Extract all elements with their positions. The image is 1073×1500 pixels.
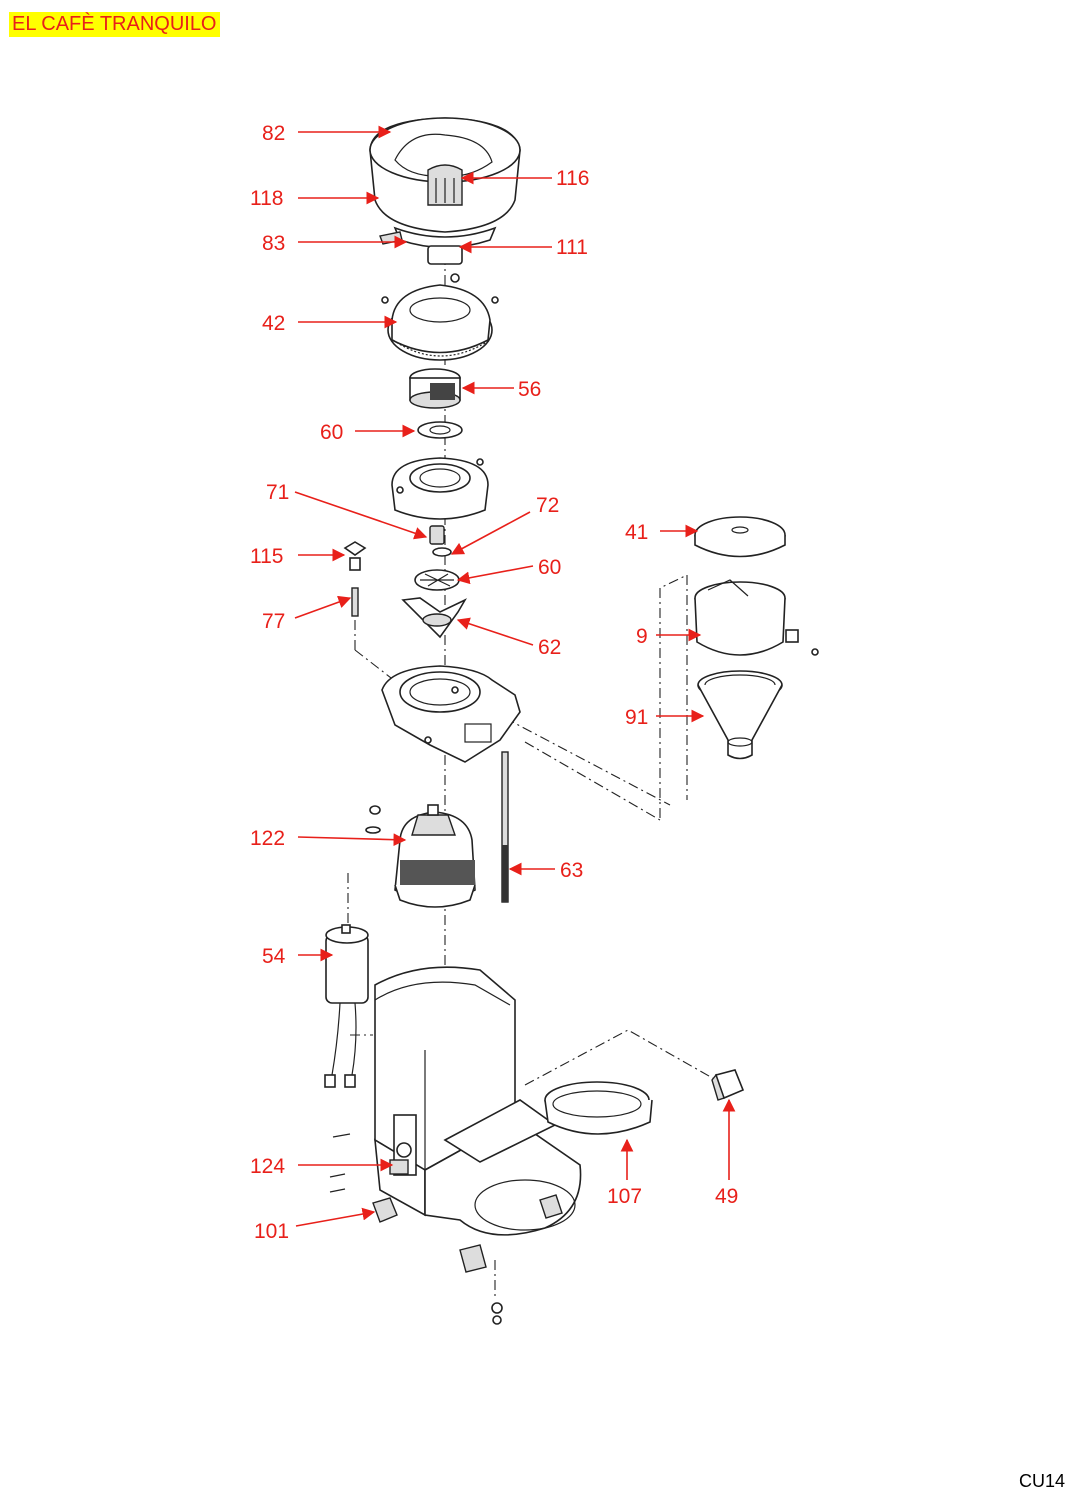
- callout-107: 107: [607, 1185, 642, 1208]
- dosing-funnel: [697, 670, 783, 760]
- burr-components: [401, 525, 468, 639]
- grinder-base-housing: [381, 665, 521, 763]
- callout-72: 72: [536, 494, 559, 517]
- callout-115: 115: [250, 545, 283, 568]
- callout-101: 101: [254, 1220, 289, 1243]
- callout-labels: 82 116 118 83 111 42 56 60 71 72 41 115 …: [250, 122, 738, 1243]
- grinder-upper-housing: [391, 457, 489, 520]
- callout-49: 49: [715, 1185, 738, 1208]
- hopper-assembly: [369, 117, 521, 265]
- side-adjust-screw: [343, 541, 367, 617]
- doser-container: [694, 579, 819, 656]
- callout-63: 63: [560, 859, 583, 882]
- callout-60-lower: 60: [538, 556, 561, 579]
- brand-title: EL CAFÈ TRANQUILO: [9, 12, 220, 37]
- callout-71: 71: [266, 481, 289, 504]
- callout-122: 122: [250, 827, 285, 850]
- callout-41: 41: [625, 521, 648, 544]
- callout-83: 83: [262, 232, 285, 255]
- capacitor: [324, 924, 369, 1088]
- callout-82: 82: [262, 122, 285, 145]
- rubber-feet-and-screws: [329, 1133, 563, 1325]
- drip-tray: [544, 1081, 653, 1135]
- callout-54: 54: [262, 945, 286, 968]
- washer-upper: [417, 421, 463, 439]
- connecting-rod: [501, 751, 509, 903]
- callout-62: 62: [538, 636, 561, 659]
- callout-111: 111: [556, 236, 588, 259]
- callout-118: 118: [250, 187, 283, 210]
- motor: [365, 804, 476, 908]
- screw-small-top: [450, 273, 460, 283]
- page-code: CU14: [1018, 1471, 1065, 1491]
- callout-42: 42: [262, 312, 285, 335]
- burr-carrier: [409, 368, 461, 409]
- container-lid: [694, 516, 786, 558]
- callout-116: 116: [556, 167, 589, 190]
- callout-77: 77: [262, 610, 285, 633]
- leader-lines: [294, 125, 736, 1227]
- callout-91: 91: [625, 706, 648, 729]
- callout-60-upper: 60: [320, 421, 343, 444]
- adjustment-ring: [381, 284, 499, 361]
- power-switch: [711, 1069, 745, 1101]
- callout-56: 56: [518, 378, 541, 401]
- callout-124: 124: [250, 1155, 285, 1178]
- callout-9: 9: [636, 625, 648, 648]
